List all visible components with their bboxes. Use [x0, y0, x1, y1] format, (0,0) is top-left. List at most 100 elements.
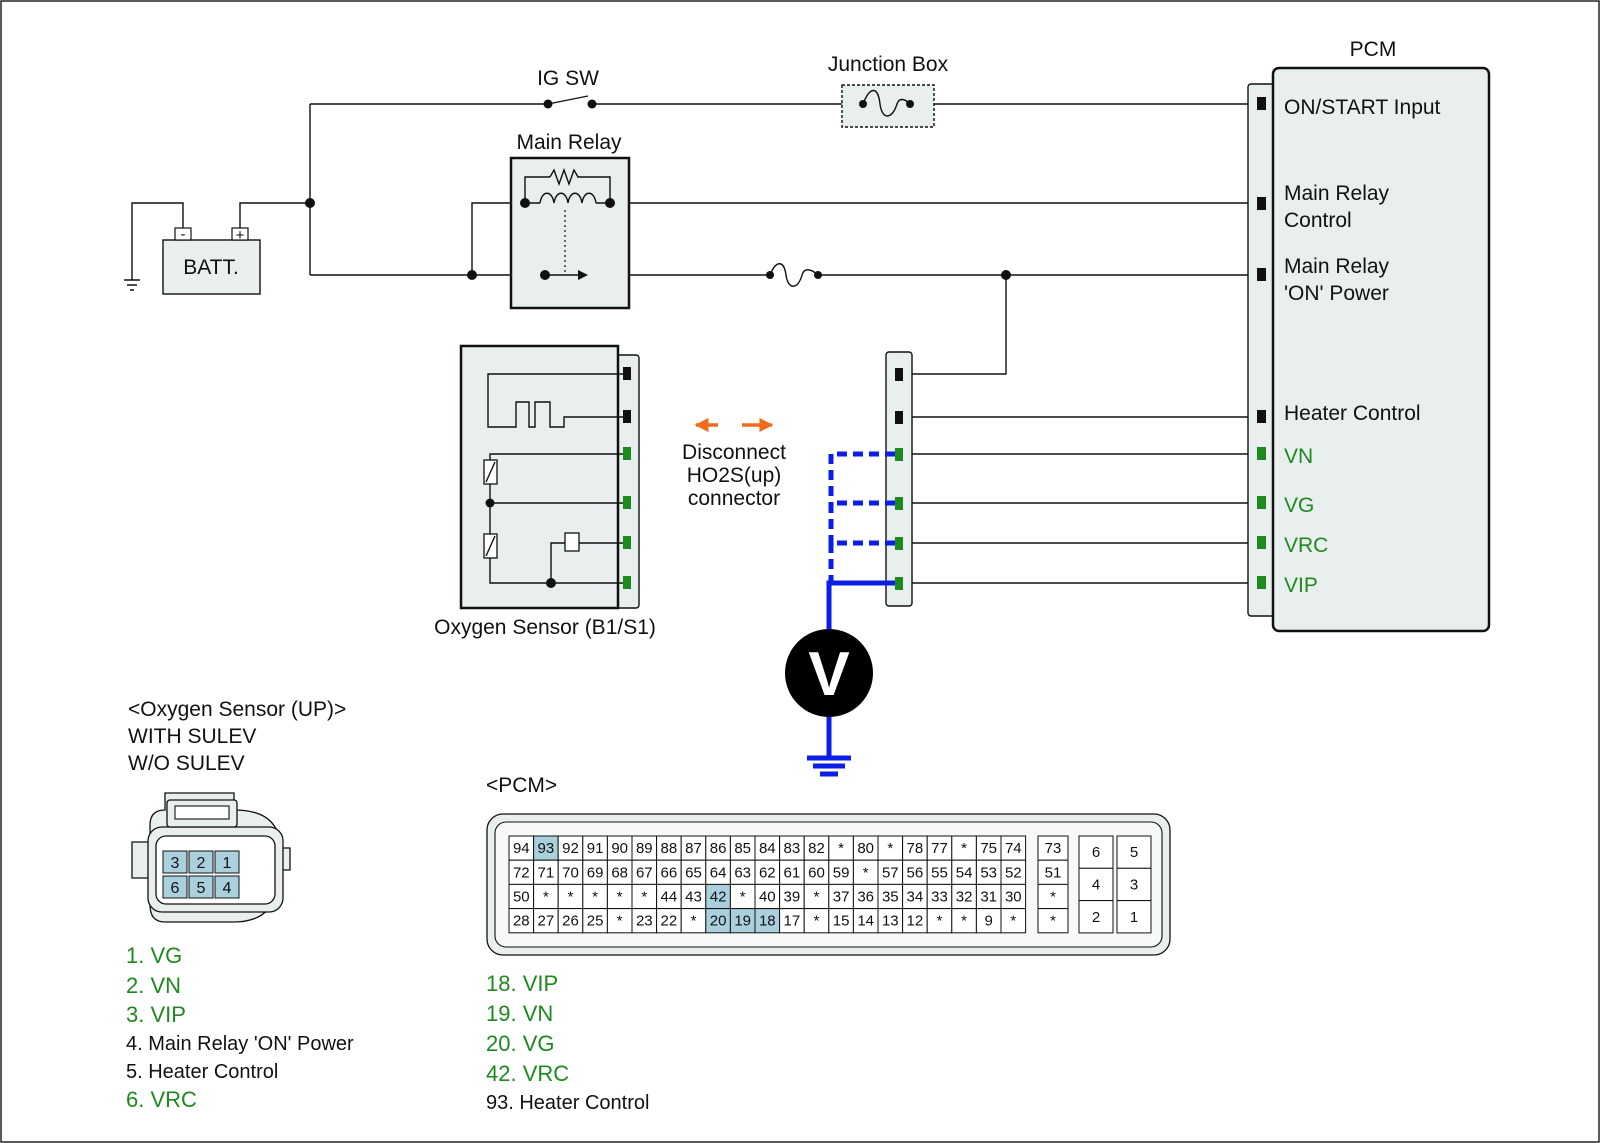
- pcm-pin-3-3: 25: [587, 913, 604, 930]
- pcm-pin-3-11-cell: [779, 908, 805, 934]
- pcm-pin-1-4: 68: [611, 864, 628, 881]
- sensor-connector-subtitle-1: WITH SULEV: [128, 725, 256, 748]
- sensor-pin-6: 6: [171, 880, 180, 897]
- pcm-pin-0-5-cell: [631, 835, 658, 861]
- pcm-pin-2-2-cell: [557, 883, 584, 910]
- pcm-block-pin-2-1: 1: [1130, 909, 1138, 926]
- pcm-pin-2-15-cell: [877, 883, 904, 910]
- battery: - + BATT.: [162, 226, 261, 295]
- pcm-pin-2-0-cell: [508, 883, 535, 910]
- pcm-pin-3-15: 13: [882, 913, 899, 930]
- pcm-pin-3-18: *: [961, 913, 967, 930]
- pcm-pin-1-18: 54: [956, 864, 973, 881]
- sensor-heater-icon: [487, 373, 625, 428]
- pcm-pin-1-9: 63: [734, 864, 751, 881]
- pcm-pin-1-0-cell: [508, 859, 535, 885]
- pcm-side-pin-2: *: [1050, 889, 1056, 906]
- oxygen-sensor-label: Oxygen Sensor (B1/S1): [434, 616, 656, 639]
- pcm-pin-0-19-cell: [975, 835, 1002, 861]
- pcm-pin-0-13: *: [838, 840, 844, 857]
- pcm-pin-2-18: 32: [956, 889, 973, 906]
- ig-switch-label: IG SW: [537, 67, 599, 90]
- sensor-connector-pins: 3 2 1 6 5 4: [162, 850, 240, 899]
- pcm-pin-0-6-cell: [656, 835, 682, 861]
- pcm-pin-0-17: 77: [931, 840, 948, 857]
- pcm-pin-3-17: *: [937, 913, 943, 930]
- sensor-pin-2: 2: [197, 855, 206, 872]
- pcm-pin-vip: VIP: [1284, 574, 1318, 597]
- pcm-title: PCM: [1350, 38, 1397, 61]
- pcm-pin-1-19: 53: [980, 864, 997, 881]
- pcm-pin-1-19-cell: [975, 859, 1002, 885]
- sensor-resistor-icon: [564, 532, 580, 552]
- pcm-pin-main-relay-on-power-2: 'ON' Power: [1284, 282, 1389, 305]
- pcm-pin-0-11-cell: [779, 835, 805, 861]
- pcm-pin-2-11-cell: [779, 883, 805, 910]
- pcm-pin-3-7-cell: [680, 908, 707, 934]
- pcm-pin-0-12: 82: [808, 840, 825, 857]
- pcm-pin-2-1: *: [543, 889, 549, 906]
- pcm-pin-3-6: 22: [661, 913, 678, 930]
- pcm-pin-3-0: 28: [513, 913, 530, 930]
- pcm-pin-1-15: 57: [882, 864, 899, 881]
- pcm-pin-2-9: *: [740, 889, 746, 906]
- pcm-pin-1-2: 70: [562, 864, 579, 881]
- pcm-pin-0-14: 80: [857, 840, 874, 857]
- sensor-legend-5: 5. Heater Control: [126, 1061, 278, 1083]
- pcm-side-pin-1: 51: [1045, 864, 1062, 881]
- junction-fuse-icon: [862, 89, 911, 117]
- ig-switch: IG SW: [537, 67, 599, 109]
- pcm-pin-1-16: 56: [907, 864, 924, 881]
- disconnect-note-line-1: Disconnect: [682, 441, 786, 464]
- pcm-pin-3-11: 17: [784, 913, 801, 930]
- pcm-pin-2-14: 36: [857, 889, 874, 906]
- pcm-pin-vrc: VRC: [1284, 534, 1328, 557]
- disconnect-note-line-2: HO2S(up): [687, 464, 782, 487]
- wires: [131, 95, 1252, 584]
- pcm-pin-0-18: *: [961, 840, 967, 857]
- pcm-pin-3-9-cell: [729, 908, 756, 934]
- pcm-pin-2-10: 40: [759, 889, 776, 906]
- pcm-pin-2-1-cell: [533, 883, 559, 910]
- pcm-pin-0-16-cell: [902, 835, 928, 861]
- pcm-pin-3-15-cell: [877, 908, 904, 934]
- pcm-pin-3-7: *: [691, 913, 697, 930]
- pcm-pin-0-5: 89: [636, 840, 653, 857]
- junction-box: Junction Box: [828, 53, 949, 128]
- pcm-block-pin-2-1-cell: [1116, 900, 1152, 934]
- pcm-pin-0-10: 84: [759, 840, 776, 857]
- pcm-pin-2-0: 50: [513, 889, 530, 906]
- pcm-pin-heater-control: Heater Control: [1284, 402, 1421, 425]
- pcm-pin-0-7: 87: [685, 840, 702, 857]
- pcm-pin-0-2-cell: [557, 835, 584, 861]
- pcm-pin-1-7: 65: [685, 864, 702, 881]
- pcm-legend-19: 19. VN: [486, 1001, 553, 1026]
- pcm-pin-0-4: 90: [611, 840, 628, 857]
- pcm-pin-3-2: 26: [562, 913, 579, 930]
- pcm-pin-2-2: *: [568, 889, 574, 906]
- pcm-pin-1-14-cell: [852, 859, 879, 885]
- pcm-pin-3-1: 27: [538, 913, 555, 930]
- pcm-pin-1-8: 64: [710, 864, 727, 881]
- pcm-pin-0-1-cell: [533, 835, 559, 861]
- pcm-pin-2-13: 37: [833, 889, 850, 906]
- pcm-pin-2-19-cell: [975, 883, 1002, 910]
- pcm-pin-1-10: 62: [759, 864, 776, 881]
- sensor-pin-5: 5: [197, 880, 206, 897]
- pcm-pin-0-8: 86: [710, 840, 727, 857]
- pcm-pin-0-13-cell: [828, 835, 854, 861]
- pcm-pin-3-12-cell: [803, 908, 830, 934]
- pcm-block-pin-1-0: 4: [1092, 876, 1100, 893]
- pcm-pin-2-11: 39: [784, 889, 801, 906]
- pcm-pin-1-15-cell: [877, 859, 904, 885]
- pcm-block-pin-2-0: 2: [1092, 909, 1100, 926]
- pcm-pin-2-12: *: [814, 889, 820, 906]
- pcm-pin-2-13-cell: [828, 883, 854, 910]
- pcm-block-pin-1-1: 3: [1130, 876, 1138, 893]
- pcm-legend-42: 42. VRC: [486, 1061, 569, 1086]
- pcm-pin-0-11: 83: [784, 840, 801, 857]
- pcm-pin-3-17-cell: [926, 908, 953, 934]
- main-relay-label: Main Relay: [516, 131, 622, 154]
